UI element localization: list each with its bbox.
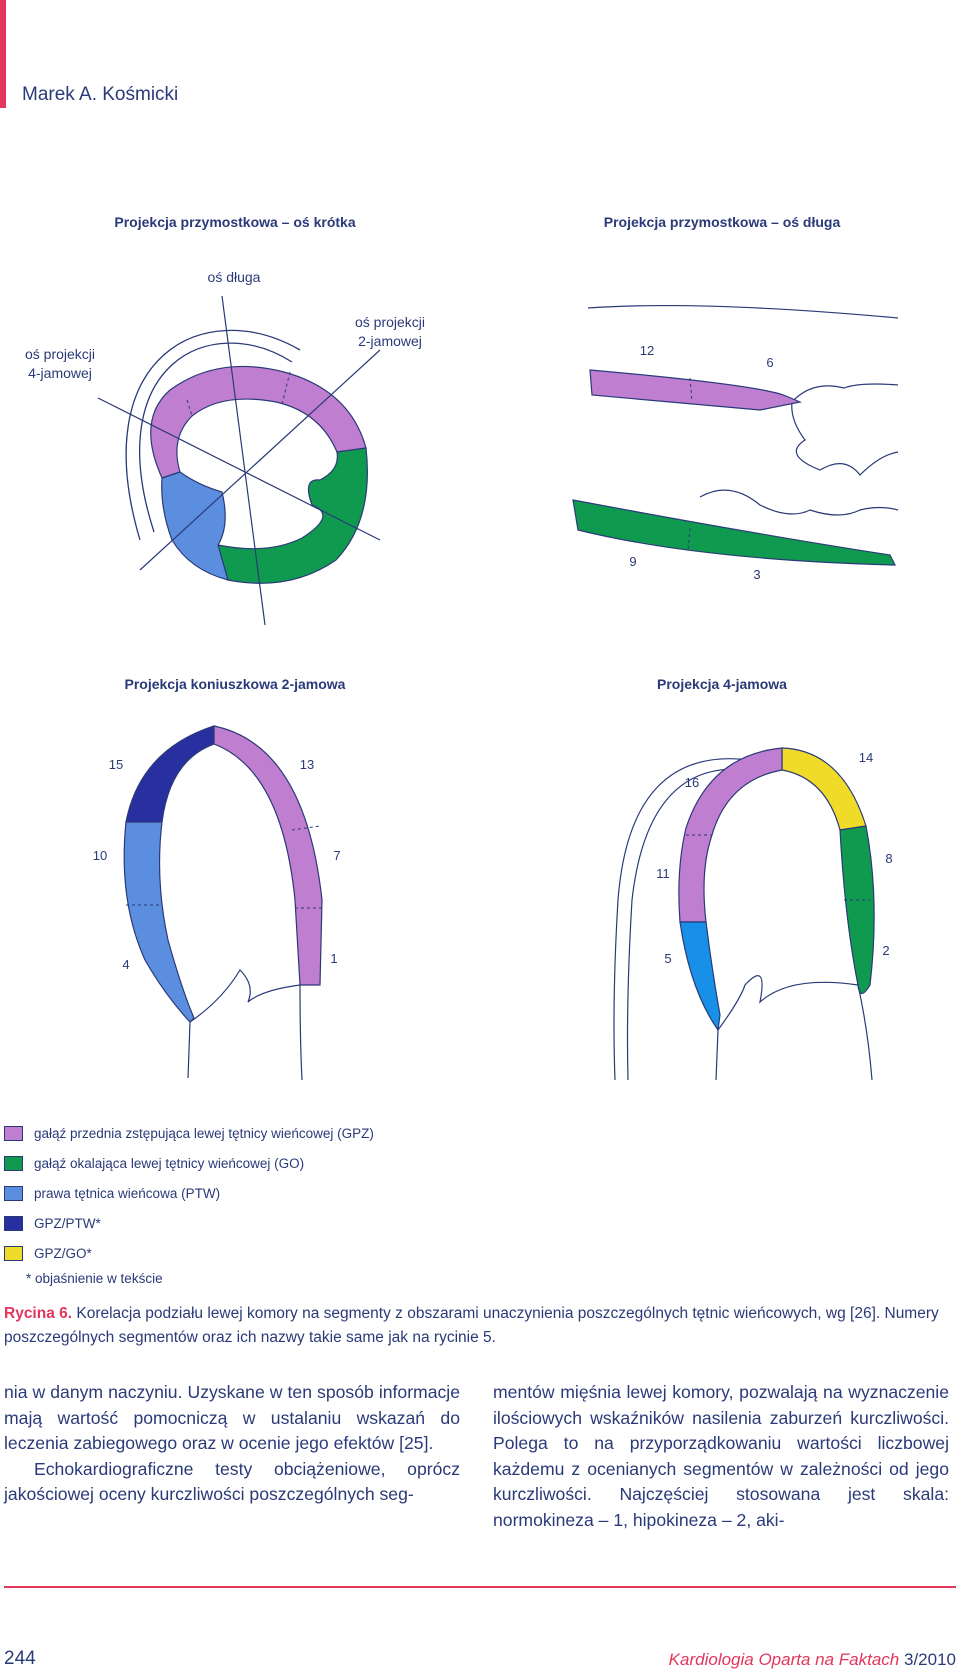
a4ch-dividers — [686, 834, 870, 901]
a2ch-outline-left-stem — [187, 1021, 191, 1079]
a2ch-outline-base — [189, 969, 303, 1081]
legend-label-gpz-ptw: GPZ/PTW* — [34, 1215, 101, 1231]
body-paragraph-right-1: mentów mięśnia lewej komory, pozwalają n… — [493, 1382, 949, 1530]
legend-label-ptw: prawa tętnica wieńcowa (PTW) — [34, 1185, 221, 1201]
segment-number-a2ch-5: 4 — [122, 957, 129, 972]
axis-line-4ch — [97, 397, 381, 541]
body-column-right: mentów mięśnia lewej komory, pozwalają n… — [493, 1380, 949, 1533]
panel-plax: Projekcja przymostkowa – oś długa 12 6 9… — [572, 214, 899, 582]
segment-number-a4ch-5: 5 — [664, 951, 671, 966]
legend-label-go: gałąź okalająca lewej tętnicy wieńcowej … — [34, 1155, 305, 1171]
panel-title-a4ch: Projekcja 4-jamowa — [657, 676, 787, 692]
psax-segment-gpz — [150, 365, 367, 479]
segment-number-a4ch-1: 14 — [859, 750, 873, 765]
a2ch-segment-basal-mid-inferior — [123, 821, 195, 1023]
segment-number-a2ch-4: 7 — [333, 848, 340, 863]
axis-line-2ch — [139, 349, 381, 571]
psax-segment-ptw — [161, 471, 229, 581]
legend-swatch-go — [4, 1155, 23, 1171]
running-header-author: Marek A. Kośmicki — [22, 84, 179, 105]
segment-number-plax-4: 3 — [753, 567, 760, 582]
figure-caption: Rycina 6. Korelacja podziału lewej komor… — [4, 1302, 954, 1350]
segment-number-a4ch-2: 16 — [685, 775, 699, 790]
segment-number-plax-1: 12 — [640, 343, 654, 358]
segment-number-a4ch-3: 8 — [885, 851, 892, 866]
panel-a2ch: Projekcja koniuszkowa 2-jamowa 15 13 10 … — [93, 676, 346, 1081]
figure-legend: gałąź przednia zstępująca lewej tętnicy … — [4, 1118, 374, 1286]
a4ch-segment-basal-septal-ptw — [679, 921, 721, 1032]
a4ch-rv-arc-inner — [626, 768, 751, 1081]
axis-label-long: oś długa — [208, 269, 261, 285]
legend-item-ptw: prawa tętnica wieńcowa (PTW) — [4, 1178, 374, 1208]
page-number: 244 — [4, 1648, 36, 1669]
panel-title-psax: Projekcja przymostkowa – oś krótka — [114, 214, 355, 230]
plax-outline-top — [587, 304, 899, 319]
a2ch-segment-apical-inferior — [125, 725, 215, 823]
plax-outline-valve — [791, 401, 899, 476]
axis-label-2ch-line2: 2-jamowej — [358, 333, 422, 349]
axis-label-2ch-line1: oś projekcji — [355, 314, 425, 330]
caption-label: Rycina 6. — [4, 1305, 73, 1322]
legend-item-gpz-ptw: GPZ/PTW* — [4, 1208, 374, 1238]
a4ch-outline-left-stem — [715, 1029, 719, 1081]
legend-swatch-gpz — [4, 1125, 23, 1141]
journal-name: Kardiologia Oparta na Faktach — [668, 1650, 900, 1669]
axis-line-long — [221, 295, 266, 626]
legend-swatch-gpz-ptw — [4, 1215, 23, 1231]
plax-segment-septum-gpz — [589, 369, 803, 411]
plax-outline-aorta — [791, 383, 899, 403]
psax-segment-go — [217, 447, 368, 584]
a2ch-segment-anterior — [213, 725, 323, 986]
a4ch-segment-lateral-go — [839, 825, 875, 995]
segment-number-a4ch-4: 11 — [656, 866, 670, 881]
segment-number-a2ch-1: 15 — [109, 757, 123, 772]
figure-6: Projekcja przymostkowa – oś krótka oś dł… — [25, 214, 899, 1081]
plax-segment-posterior-go — [572, 499, 896, 566]
journal-citation: Kardiologia Oparta na Faktach 3/2010 — [669, 1650, 956, 1670]
accent-bar — [0, 0, 6, 108]
footer-rule — [4, 1586, 956, 1588]
a4ch-rv-arc-outer — [613, 758, 751, 1081]
axis-label-4ch-line1: oś projekcji — [25, 346, 95, 362]
legend-footnote: * objaśnienie w tekście — [26, 1271, 163, 1286]
body-column-left: nia w danym naczyniu. Uzyskane w ten spo… — [4, 1380, 460, 1508]
segment-number-a4ch-6: 2 — [882, 943, 889, 958]
segment-number-a2ch-2: 13 — [300, 757, 314, 772]
pericardium-arc-inner — [139, 342, 293, 533]
panel-title-a2ch: Projekcja koniuszkowa 2-jamowa — [125, 676, 346, 692]
axis-label-4ch-line2: 4-jamowej — [28, 365, 92, 381]
body-paragraph-left-1: nia w danym naczyniu. Uzyskane w ten spo… — [4, 1382, 460, 1453]
legend-label-gpz-go: GPZ/GO* — [34, 1245, 92, 1261]
legend-item-go: gałąź okalająca lewej tętnicy wieńcowej … — [4, 1148, 374, 1178]
legend-swatch-ptw — [4, 1185, 23, 1201]
plax-divider-posterior — [687, 527, 691, 553]
caption-text: Korelacja podziału lewej komory na segme… — [4, 1305, 939, 1346]
segment-number-a2ch-6: 1 — [330, 951, 337, 966]
legend-label-gpz: gałąź przednia zstępująca lewej tętnicy … — [34, 1125, 374, 1141]
psax-segment-dividers — [186, 371, 291, 417]
panel-a4ch: Projekcja 4-jamowa 14 16 8 11 5 2 — [613, 676, 893, 1081]
a4ch-segment-apical-lateral — [781, 747, 867, 831]
segment-number-a2ch-3: 10 — [93, 848, 107, 863]
legend-swatch-gpz-go — [4, 1245, 23, 1261]
panel-psax: Projekcja przymostkowa – oś krótka oś dł… — [25, 214, 425, 626]
a4ch-outline-base — [717, 975, 873, 1081]
a2ch-dividers — [126, 825, 322, 909]
legend-item-gpz-go: GPZ/GO* — [4, 1238, 374, 1268]
segment-number-plax-3: 9 — [629, 554, 636, 569]
journal-issue: 3/2010 — [899, 1650, 956, 1669]
segment-number-plax-2: 6 — [766, 355, 773, 370]
legend-item-gpz: gałąź przednia zstępująca lewej tętnicy … — [4, 1118, 374, 1148]
plax-divider-septum — [689, 377, 693, 403]
body-paragraph-left-2: Echokardiograficzne testy obciążeniowe, … — [4, 1458, 460, 1505]
pericardium-arc-outer — [125, 329, 301, 541]
plax-outline-lower — [699, 489, 899, 516]
panel-title-plax: Projekcja przymostkowa – oś długa — [604, 214, 841, 230]
